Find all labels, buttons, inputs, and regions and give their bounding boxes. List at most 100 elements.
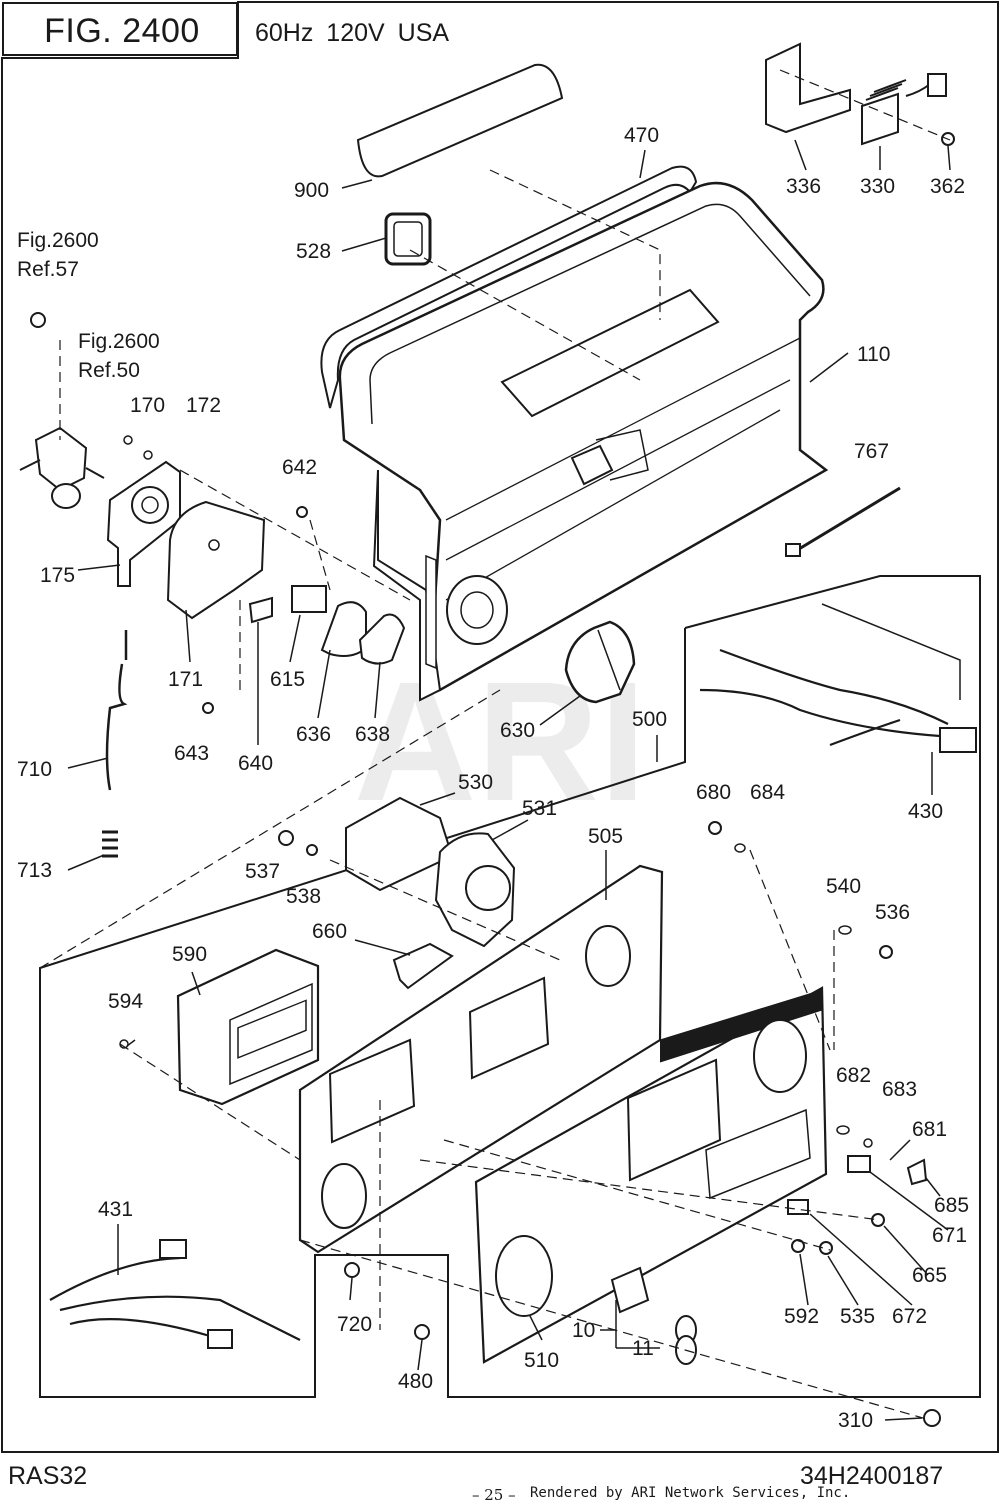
panel-510 — [474, 986, 828, 1364]
callout-615: 615 — [270, 668, 305, 691]
callout-590: 590 — [172, 943, 207, 966]
callout-592: 592 — [784, 1305, 819, 1328]
cover-171 — [166, 500, 266, 620]
callout-labels: 900 470 336 330 362 528 Fig.2600 Ref.57 … — [17, 124, 969, 1432]
screw-643 — [202, 702, 214, 714]
fuel-valve — [34, 426, 88, 492]
callout-fig2600-ref50-fig: Fig.2600 — [78, 330, 160, 353]
screw-536 — [879, 945, 893, 959]
spring-713 — [102, 830, 118, 858]
washer-172 — [143, 450, 153, 460]
callout-330: 330 — [860, 175, 895, 198]
bracket-660 — [392, 942, 454, 990]
screw-310 — [923, 1409, 941, 1427]
assembly-lines — [39, 69, 951, 1421]
terminal-671 — [847, 1155, 871, 1173]
callout-531: 531 — [522, 797, 557, 820]
sheet-border — [1, 1, 999, 1453]
callout-594: 594 — [108, 990, 143, 1013]
washer-684 — [734, 843, 746, 853]
switch-615 — [291, 585, 327, 613]
callout-505: 505 — [588, 825, 623, 848]
callout-336: 336 — [786, 175, 821, 198]
callout-682: 682 — [836, 1064, 871, 1087]
callout-720: 720 — [337, 1313, 372, 1336]
callout-175: 175 — [40, 564, 75, 587]
wing-nut-685 — [906, 1158, 928, 1186]
callout-640: 640 — [238, 752, 273, 775]
callout-510: 510 — [524, 1349, 559, 1372]
washer-540 — [838, 925, 852, 935]
callout-685: 685 — [934, 1194, 969, 1217]
callout-310: 310 — [838, 1409, 873, 1432]
document-number: 34H2400187 — [800, 1462, 944, 1490]
nut-683 — [863, 1138, 873, 1148]
callout-fig2600-ref50-ref: Ref.50 — [78, 359, 140, 382]
screw-535 — [819, 1241, 833, 1255]
bracket-336 — [765, 42, 851, 134]
callout-680: 680 — [696, 781, 731, 804]
callout-362: 362 — [930, 175, 965, 198]
callout-642: 642 — [282, 456, 317, 479]
screw-170 — [123, 435, 133, 445]
callout-710: 710 — [17, 758, 52, 781]
callout-636: 636 — [296, 723, 331, 746]
callout-540: 540 — [826, 875, 861, 898]
figure-title-box: FIG. 2400 — [2, 2, 238, 56]
callout-430: 430 — [908, 800, 943, 823]
regulator-330 — [861, 92, 899, 146]
callout-fig2600-ref57-fig: Fig.2600 — [17, 229, 99, 252]
screw-680 — [708, 821, 722, 835]
callout-171: 171 — [168, 668, 203, 691]
screw-642 — [296, 506, 308, 518]
callout-643: 643 — [174, 742, 209, 765]
harness-431 — [49, 1256, 301, 1341]
callout-535: 535 — [840, 1305, 875, 1328]
callout-672: 672 — [892, 1305, 927, 1328]
callout-480: 480 — [398, 1370, 433, 1393]
callout-470: 470 — [624, 124, 659, 147]
callout-665: 665 — [912, 1264, 947, 1287]
part-665 — [871, 1213, 885, 1227]
callout-10: 10 — [572, 1319, 595, 1342]
callout-500: 500 — [632, 708, 667, 731]
callout-431: 431 — [98, 1198, 133, 1221]
part-636 — [320, 601, 367, 657]
callout-767: 767 — [854, 440, 889, 463]
figure-subtitle: 60Hz 120V USA — [255, 19, 450, 47]
washer-682 — [836, 1125, 850, 1135]
callout-530: 530 — [458, 771, 493, 794]
callout-683: 683 — [882, 1078, 917, 1101]
callout-172: 172 — [186, 394, 221, 417]
leader-lines — [67, 139, 951, 1421]
callout-684: 684 — [750, 781, 785, 804]
decal-900 — [356, 63, 564, 178]
screw-480 — [414, 1324, 430, 1340]
cable-tie-767 — [785, 543, 801, 557]
choke-rod-710 — [105, 630, 128, 791]
terminal-672 — [787, 1199, 809, 1215]
callout-713: 713 — [17, 859, 52, 882]
callout-900: 900 — [294, 179, 329, 202]
render-credit: Rendered by ARI Network Services, Inc. — [530, 1485, 851, 1501]
frame-110-top-recess — [500, 288, 720, 418]
callout-681: 681 — [912, 1118, 947, 1141]
plate-640 — [248, 596, 273, 624]
callout-110: 110 — [857, 343, 890, 366]
callout-638: 638 — [355, 723, 390, 746]
callout-170: 170 — [130, 394, 165, 417]
callout-537: 537 — [245, 860, 280, 883]
callout-630: 630 — [500, 719, 535, 742]
screw-592 — [791, 1239, 805, 1253]
callout-528: 528 — [296, 240, 331, 263]
figure-title: FIG. 2400 — [44, 12, 200, 50]
part-638 — [358, 613, 406, 665]
callout-671: 671 — [932, 1224, 967, 1247]
callout-660: 660 — [312, 920, 347, 943]
model-number: RAS32 — [8, 1462, 88, 1490]
callout-fig2600-ref57-ref: Ref.57 — [17, 258, 79, 281]
page-number: – 25 – — [472, 1486, 516, 1504]
panel-assembly-boundary — [39, 575, 981, 1398]
